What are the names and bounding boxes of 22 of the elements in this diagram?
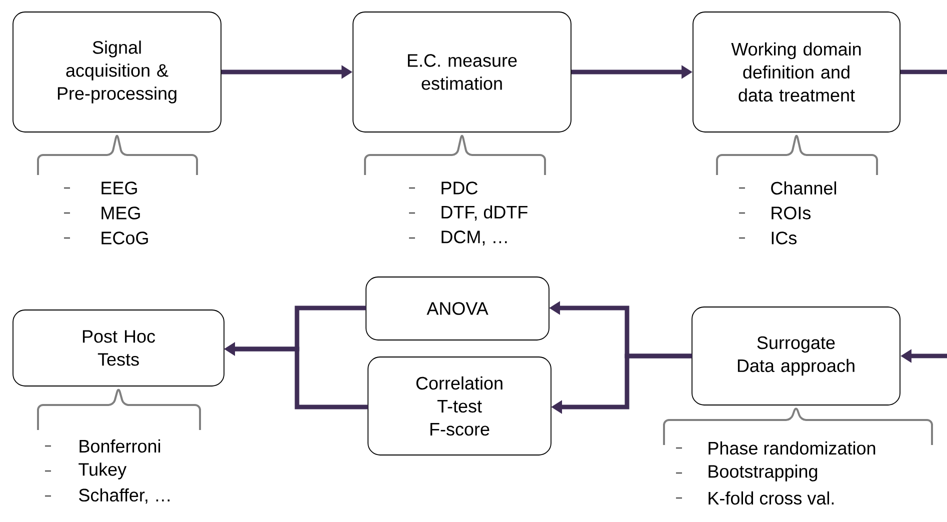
process-box: ANOVA	[366, 276, 550, 340]
list-item: Channel	[771, 181, 836, 195]
list-item: Phase randomization	[708, 441, 876, 455]
process-box: Signal acquisition & Pre-processing	[12, 12, 222, 132]
list-item: Tukey	[78, 462, 127, 480]
process-box: Correlation T-test F-score	[368, 356, 552, 456]
list-item: Bootstrapping	[708, 464, 818, 482]
process-box: Post Hoc Tests	[12, 310, 224, 386]
list-item: ICs	[772, 232, 797, 244]
process-box: Surrogate Data approach	[692, 306, 900, 406]
list-item: DTF, dDTF	[442, 205, 528, 221]
list-item: ECoG	[102, 232, 148, 244]
list-item: MEG	[102, 206, 140, 220]
list-item: Schaffer, …	[79, 488, 170, 504]
list-item: DCM, …	[442, 230, 507, 246]
list-item: EEG	[102, 182, 137, 194]
list-item: ROIs	[772, 206, 811, 220]
process-box: Working domain definition and data treatment	[692, 12, 900, 132]
process-box: E.C. measure estimation	[352, 12, 572, 132]
list-item: K-fold cross val.	[708, 491, 834, 505]
list-item: Bonferroni	[80, 439, 160, 453]
list-item: PDC	[442, 182, 478, 194]
